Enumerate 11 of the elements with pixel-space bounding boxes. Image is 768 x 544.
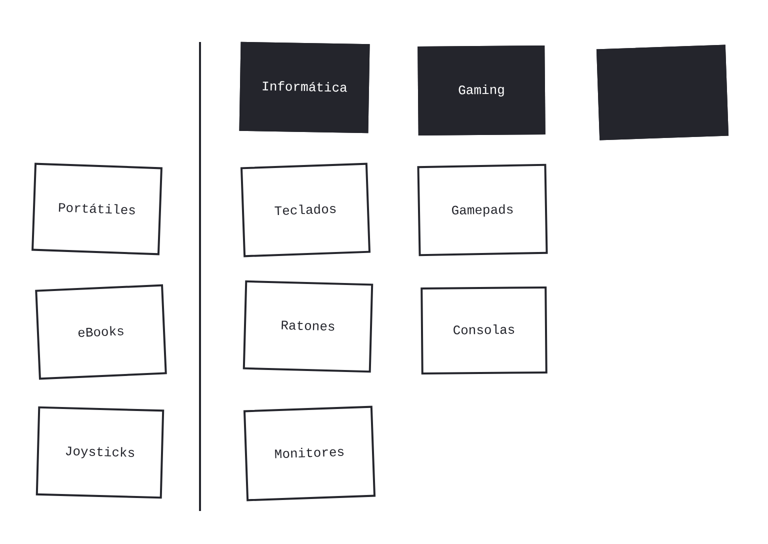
blank-card xyxy=(596,44,729,140)
category-card: Informática xyxy=(239,42,370,134)
sort-card: Consolas xyxy=(420,286,548,375)
sort-card: Gamepads xyxy=(417,164,548,256)
sort-card: Monitores xyxy=(243,406,376,502)
sort-card: Portátiles xyxy=(32,162,162,256)
category-card: Gaming xyxy=(418,45,546,136)
sort-card: eBooks xyxy=(35,284,167,380)
sort-card: Joysticks xyxy=(36,406,164,499)
sort-card: Teclados xyxy=(240,162,371,258)
sort-card: Ratones xyxy=(242,280,374,373)
